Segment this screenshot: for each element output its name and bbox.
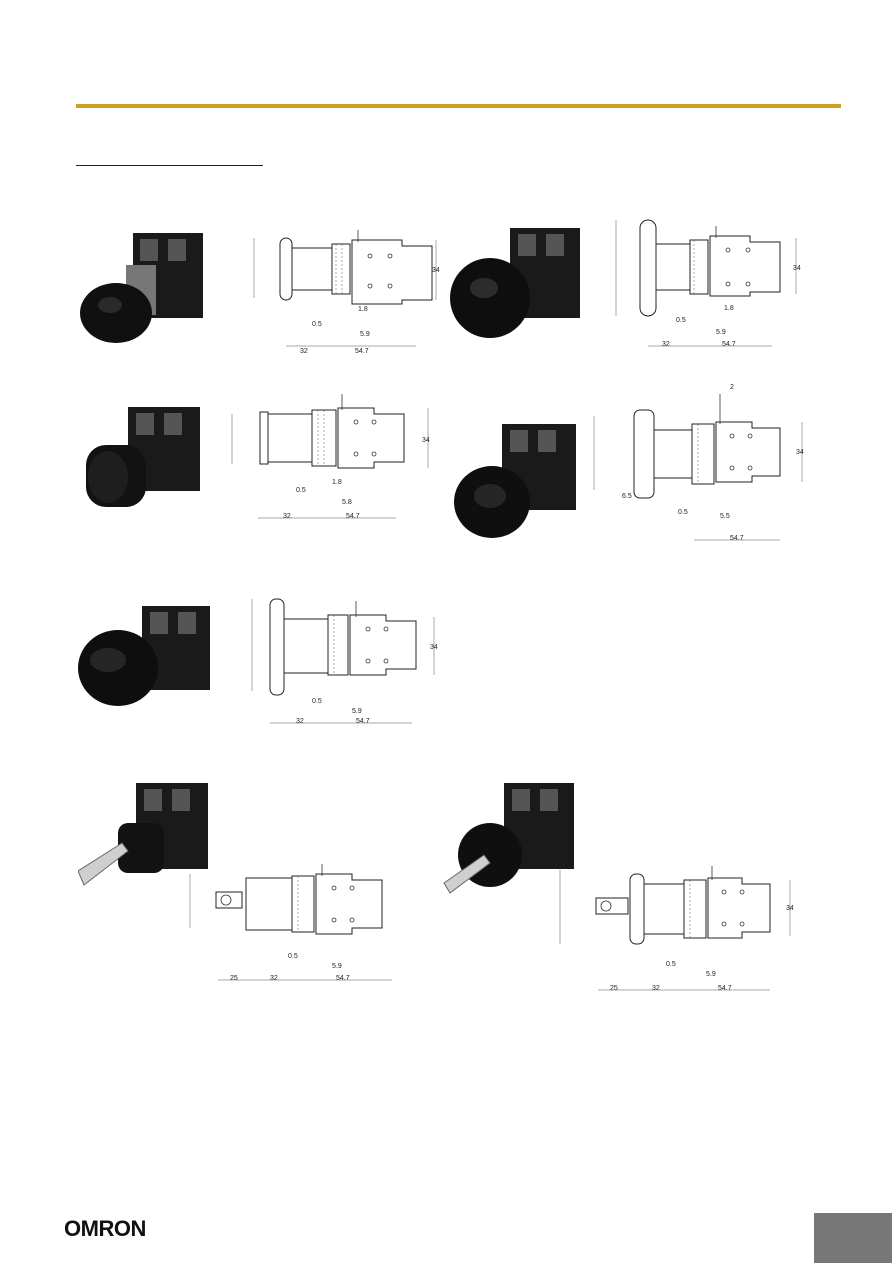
key-mushroom-photo [440, 775, 580, 900]
svg-text:54.7: 54.7 [336, 975, 350, 982]
guarded-mushroom-photo [440, 418, 590, 543]
svg-text:0.5: 0.5 [288, 953, 298, 960]
svg-text:34: 34 [432, 267, 440, 274]
omron-logo: OMRON [64, 1216, 146, 1241]
svg-text:54.7: 54.7 [355, 348, 369, 355]
svg-text:34: 34 [793, 265, 801, 272]
svg-text:5.8: 5.8 [342, 499, 352, 506]
svg-text:54.7: 54.7 [718, 985, 732, 992]
mushroom-button-photo [78, 225, 218, 350]
mushroom-30-dimension-drawing: 34 32 54.7 0.5 5.9 1.8 [250, 228, 450, 358]
svg-text:32: 32 [270, 975, 278, 982]
svg-text:34: 34 [796, 449, 804, 456]
svg-text:25: 25 [610, 985, 618, 992]
svg-text:5.9: 5.9 [360, 331, 370, 338]
svg-text:25: 25 [230, 975, 238, 982]
svg-text:32: 32 [300, 348, 308, 355]
svg-text:0.5: 0.5 [296, 487, 306, 494]
jumbo-mushroom-photo [78, 600, 218, 720]
svg-text:0.5: 0.5 [676, 317, 686, 324]
svg-text:54.7: 54.7 [356, 718, 370, 725]
svg-text:54.7: 54.7 [722, 341, 736, 348]
section-heading-underline [76, 165, 263, 166]
svg-text:34: 34 [422, 437, 430, 444]
svg-text:0.5: 0.5 [312, 698, 322, 705]
flush-button-dimension-drawing: 34 32 54.7 0.5 5.8 1.8 [228, 392, 448, 527]
svg-text:32: 32 [296, 718, 304, 725]
mushroom-40-dimension-drawing: 34 32 54.7 0.5 5.9 1.8 [612, 216, 812, 356]
svg-text:54.7: 54.7 [730, 535, 744, 542]
svg-text:32: 32 [283, 513, 291, 520]
flush-button-photo [78, 397, 218, 517]
svg-text:6.5: 6.5 [622, 493, 632, 500]
svg-text:5.9: 5.9 [352, 708, 362, 715]
svg-text:1.8: 1.8 [332, 479, 342, 486]
svg-text:0.5: 0.5 [678, 509, 688, 516]
svg-text:0.5: 0.5 [312, 321, 322, 328]
svg-text:34: 34 [430, 644, 438, 651]
svg-text:32: 32 [662, 341, 670, 348]
svg-text:54.7: 54.7 [346, 513, 360, 520]
svg-text:1.8: 1.8 [724, 305, 734, 312]
svg-text:5.9: 5.9 [706, 971, 716, 978]
header-accent-rule [76, 104, 841, 108]
svg-text:32: 32 [652, 985, 660, 992]
svg-text:5.9: 5.9 [716, 329, 726, 336]
large-mushroom-button-photo [448, 222, 588, 347]
key-switch-photo [78, 775, 218, 895]
svg-text:34: 34 [786, 905, 794, 912]
key-selector-dimension-drawing: 25 32 54.7 0.5 5.9 [186, 862, 416, 992]
svg-text:5.9: 5.9 [332, 963, 342, 970]
svg-text:2: 2 [730, 384, 734, 391]
svg-text:0.5: 0.5 [666, 961, 676, 968]
svg-text:1.8: 1.8 [358, 306, 368, 313]
key-mushroom-dimension-drawing: 34 25 32 54.7 0.5 5.9 [556, 864, 796, 999]
svg-text:5.5: 5.5 [720, 513, 730, 520]
guarded-mushroom-dimension-drawing: 2 34 6.5 0.5 5.5 54.7 [590, 378, 812, 548]
jumbo-mushroom-dimension-drawing: 34 32 54.7 0.5 5.9 [248, 595, 448, 735]
page-tab-marker [814, 1213, 892, 1263]
